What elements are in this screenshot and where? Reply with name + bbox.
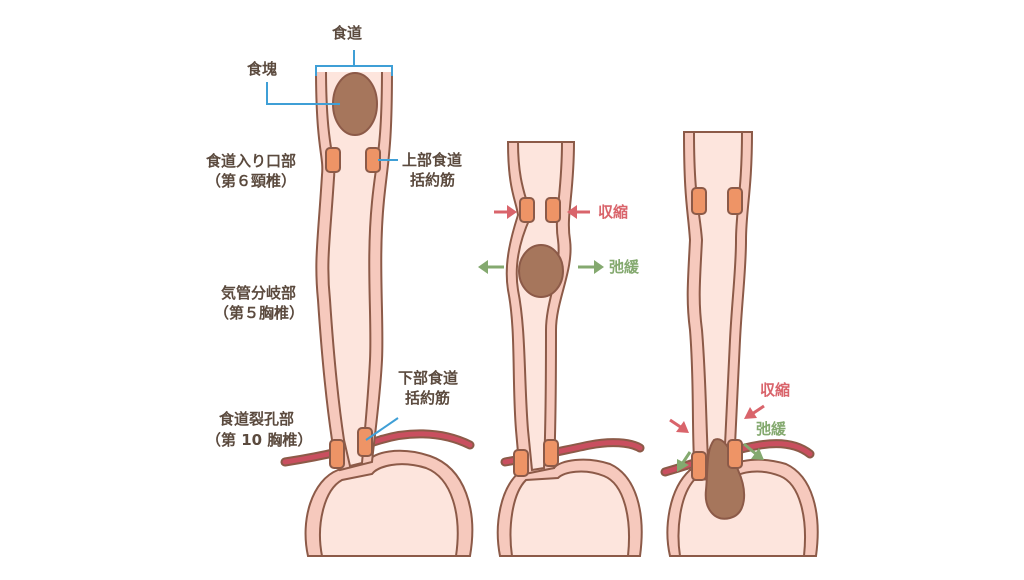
contract-arrow-right [744, 404, 765, 419]
esophagus-lumen [515, 141, 564, 472]
label-upper-sphincter-line2: 括約筋 [410, 171, 456, 189]
label-relax-panel3: 弛緩 [756, 420, 787, 438]
lower-sphincter-left [513, 449, 529, 477]
panel-overview [266, 50, 475, 557]
upper-sphincter-left [691, 187, 707, 215]
label-hiatus-line1: 食道裂孔部 [219, 410, 295, 428]
upper-sphincter-left [325, 147, 341, 173]
lower-sphincter-right [727, 439, 743, 469]
bolus-leader [266, 82, 340, 105]
contract-arrow-left [494, 205, 517, 219]
relax-arrow-left [677, 451, 692, 472]
stomach-inner [319, 463, 459, 557]
esophagus-bracket [315, 50, 393, 76]
relax-arrow-right [578, 260, 604, 274]
label-bolus: 食塊 [247, 60, 278, 78]
relax-arrow-left [478, 260, 504, 274]
label-contract-panel3: 収縮 [760, 381, 791, 399]
upper-sphincter-right [365, 147, 381, 173]
label-bifurcation-line1: 気管分岐部 [221, 284, 297, 302]
label-entrance-line2: （第６頸椎） [206, 172, 297, 190]
relax-arrow-right [743, 442, 764, 460]
lower-sphincter-left [691, 451, 707, 481]
label-hiatus-line2: （第 10 胸椎） [206, 431, 313, 449]
lower-sphincter-right [543, 439, 559, 467]
lower-sphincter-leader [365, 417, 399, 441]
upper-sphincter-left [519, 197, 535, 223]
label-contract-panel2: 収縮 [598, 203, 629, 221]
label-lower-sphincter-line1: 下部食道 [398, 369, 459, 387]
upper-sphincter-right [545, 197, 561, 223]
label-esophagus: 食道 [332, 24, 363, 42]
label-lower-sphincter-line2: 括約筋 [405, 389, 451, 407]
panel-swallow-start [478, 141, 645, 557]
label-relax-panel2: 弛緩 [609, 258, 640, 276]
upper-sphincter-right [727, 187, 743, 215]
contract-arrow-left [669, 418, 689, 433]
label-upper-sphincter-line1: 上部食道 [402, 151, 463, 169]
label-bifurcation-line2: （第５胸椎） [214, 304, 305, 322]
stomach-inner [509, 470, 630, 557]
bolus [518, 244, 564, 298]
contract-arrow-right [567, 205, 590, 219]
panel-bolus-entry [660, 131, 819, 557]
lower-sphincter-right [357, 427, 373, 457]
label-entrance-line1: 食道入り口部 [206, 152, 297, 170]
lower-sphincter-left [329, 439, 345, 469]
diaphragm-fill [282, 431, 473, 465]
